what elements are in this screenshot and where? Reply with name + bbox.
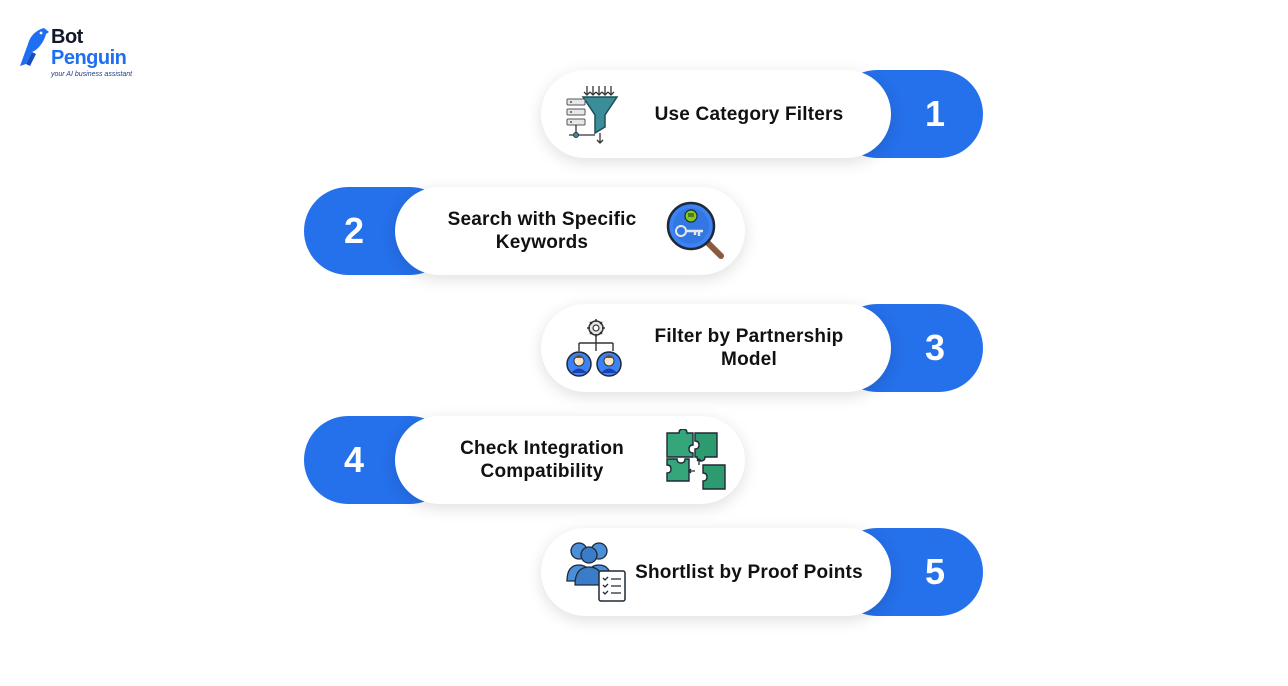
step-3: 3 Filter by Partnership Model bbox=[541, 304, 983, 392]
step-label: Check Integration Compatibility bbox=[460, 438, 624, 482]
step-label: Shortlist by Proof Points bbox=[635, 561, 863, 583]
key-magnifier-icon bbox=[666, 201, 724, 259]
botpenguin-logo: Bot Penguin your AI business assistant bbox=[18, 26, 148, 82]
step-label: Filter by Partnership Model bbox=[654, 326, 844, 370]
puzzle-pieces-icon bbox=[666, 429, 726, 490]
logo-wordmark-penguin: Penguin bbox=[51, 47, 127, 69]
step-card: Shortlist by Proof Points bbox=[541, 528, 891, 616]
step-1: 1 Use Category Filters bbox=[541, 70, 983, 158]
funnel-filter-icon bbox=[566, 86, 619, 144]
step-card: Search with Specific Keywords bbox=[395, 187, 745, 275]
step-card: Use Category Filters bbox=[541, 70, 891, 158]
step-card: Filter by Partnership Model bbox=[541, 304, 891, 392]
step-4: 4 Check Integration Compatibility bbox=[304, 416, 746, 504]
step-5: 5 Shortlist by Proof Points bbox=[541, 528, 983, 616]
logo-wordmark-bot: Bot bbox=[51, 26, 83, 48]
step-2: 2 Search with Specific Keywords bbox=[304, 187, 746, 275]
step-card: Check Integration Compatibility bbox=[395, 416, 745, 504]
step-label: Search with Specific Keywords bbox=[447, 209, 637, 253]
penguin-bird-icon bbox=[20, 28, 49, 66]
partnership-network-icon bbox=[566, 319, 622, 377]
people-checklist-icon bbox=[566, 542, 626, 602]
logo-tagline: your AI business assistant bbox=[51, 71, 133, 78]
step-label: Use Category Filters bbox=[654, 103, 844, 125]
